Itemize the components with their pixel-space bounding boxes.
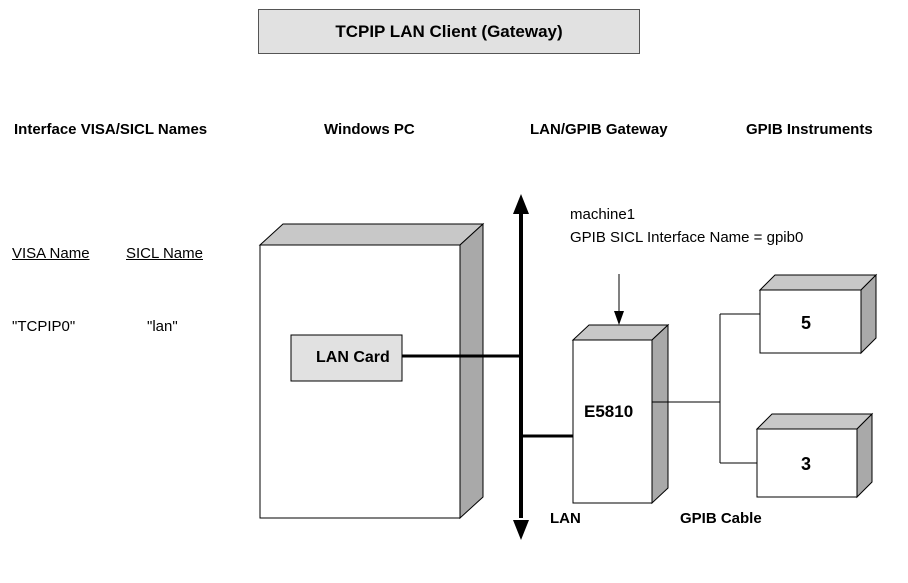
- diagram-title: TCPIP LAN Client (Gateway): [258, 9, 640, 54]
- gpib-cable-label: GPIB Cable: [680, 510, 762, 527]
- sicl-name-header: SICL Name: [126, 245, 203, 262]
- instrument-3-box: [755, 412, 874, 499]
- e5810-box: [571, 323, 670, 505]
- sicl-name-value: "lan": [147, 318, 178, 335]
- visa-name-value: "TCPIP0": [12, 318, 76, 335]
- visa-name-header: VISA Name: [12, 245, 90, 262]
- column-header-windows-pc: Windows PC: [324, 121, 415, 138]
- lan-backbone: [513, 194, 529, 540]
- instrument-3-label: 3: [801, 454, 812, 474]
- lan-card-label: LAN Card: [316, 349, 390, 366]
- column-header-instruments: GPIB Instruments: [746, 121, 873, 138]
- instrument-5-label: 5: [801, 313, 812, 333]
- e5810-label: E5810: [584, 402, 634, 421]
- gateway-machine-name: machine1: [570, 206, 636, 223]
- instrument-5-box: [758, 273, 878, 355]
- gateway-sicl-interface: GPIB SICL Interface Name = gpib0: [570, 229, 804, 246]
- lan-card-box: [290, 334, 403, 382]
- lan-label: LAN: [550, 510, 581, 527]
- column-header-interface-names: Interface VISA/SICL Names: [14, 121, 208, 138]
- column-header-gateway: LAN/GPIB Gateway: [530, 121, 668, 138]
- diagram-title-text: TCPIP LAN Client (Gateway): [335, 21, 563, 41]
- gpib-cable-lines: [652, 313, 760, 464]
- pointer-arrow: [614, 274, 624, 325]
